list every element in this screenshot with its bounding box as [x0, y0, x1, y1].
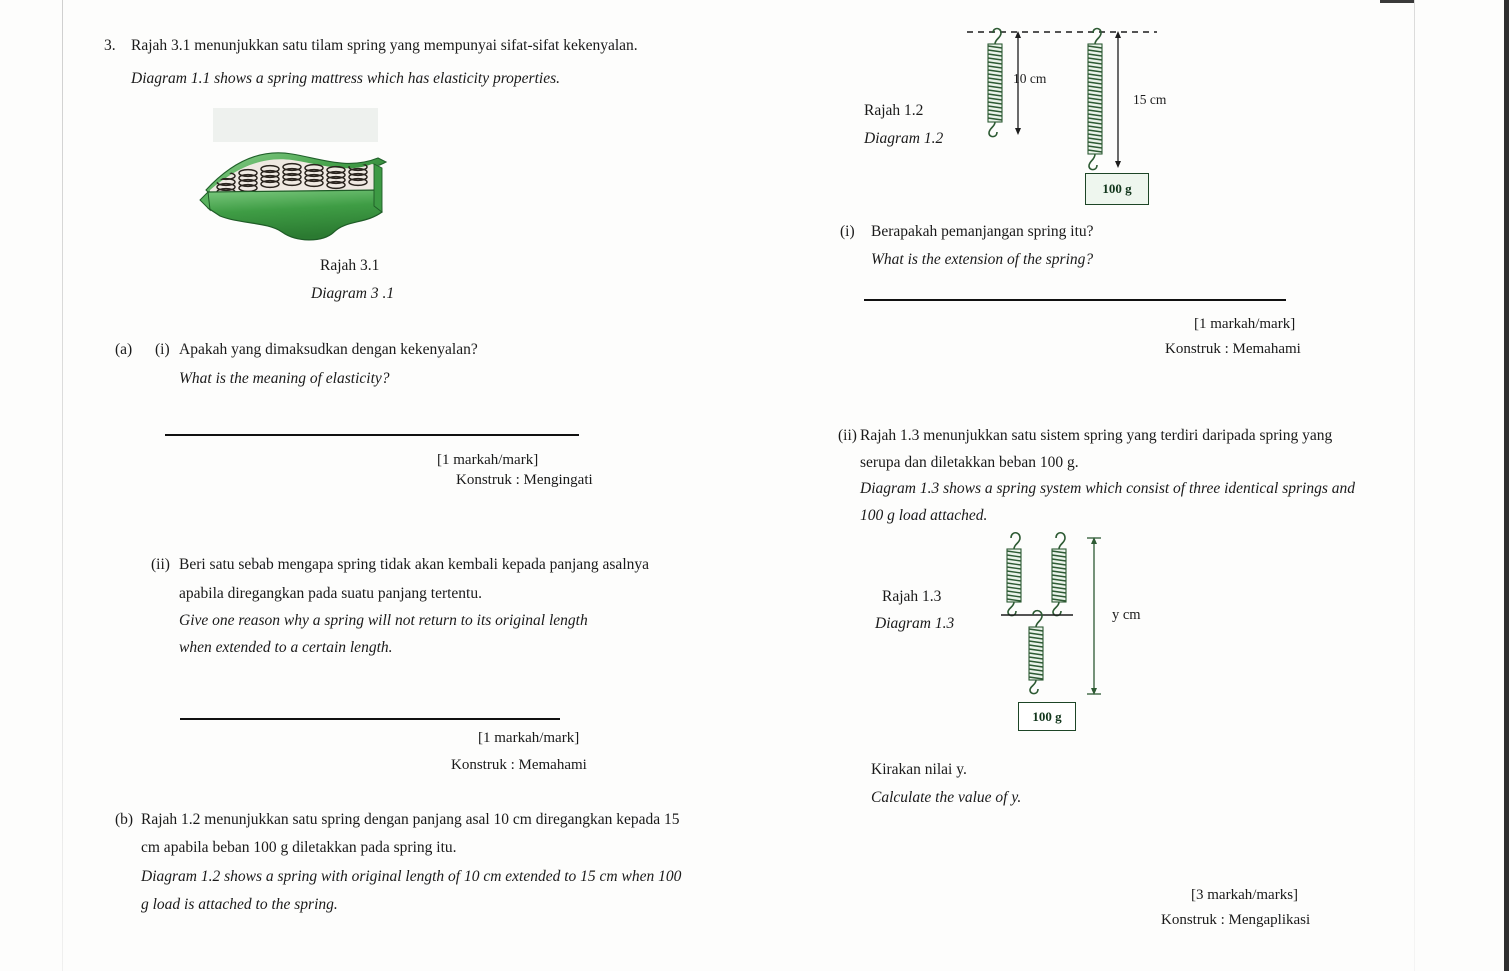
- figure-13-drawing: [995, 528, 1135, 718]
- label-spring-loaded-length: 15 cm: [1133, 92, 1167, 107]
- question-stem-english: Diagram 1.1 shows a spring mattress whic…: [131, 70, 560, 87]
- part-a-ii-label: (ii): [151, 556, 170, 573]
- part-a-i-label: (i): [155, 341, 170, 358]
- part-a-ii-text-malay-1: Beri satu sebab mengapa spring tidak aka…: [179, 556, 650, 573]
- figure-13-caption-malay: Rajah 1.3: [882, 588, 942, 605]
- spring-system-diagram-icon: [1001, 531, 1101, 695]
- spring-loaded: [1087, 27, 1103, 171]
- label-dimension-y: y cm: [1112, 607, 1141, 623]
- part-b-text-english-2: g load is attached to the spring.: [141, 896, 338, 913]
- konstruk-b-ii: Konstruk : Mengaplikasi: [1161, 912, 1311, 928]
- part-b-ii-text-malay-2: serupa dan diletakkan beban 100 g.: [860, 454, 1079, 471]
- konstruk-b-i: Konstruk : Memahami: [1165, 341, 1301, 357]
- marks-b-i: [1 markah/mark]: [1194, 316, 1296, 332]
- scan-top-rule: [1380, 0, 1414, 3]
- marks-a-i: [1 markah/mark]: [437, 452, 539, 468]
- question-number: 3.: [104, 37, 116, 54]
- part-b-text-english-1: Diagram 1.2 shows a spring with original…: [141, 868, 682, 885]
- part-b-ii-text-malay-1: Rajah 1.3 menunjukkan satu sistem spring…: [860, 427, 1333, 444]
- mattress-coil-springs: [216, 162, 368, 192]
- part-b-i-text-english: What is the extension of the spring?: [871, 251, 1094, 268]
- part-b-i-label: (i): [840, 223, 855, 240]
- scan-smudge: [213, 108, 378, 142]
- answer-line-a-i[interactable]: [165, 434, 579, 436]
- mass-box-figure-13: 100 g: [1018, 702, 1076, 731]
- calculate-prompt-english: Calculate the value of y.: [871, 789, 1022, 806]
- dimension-y: [1087, 537, 1101, 695]
- part-b-text-malay-1: Rajah 1.2 menunjukkan satu spring dengan…: [141, 811, 680, 828]
- part-a-i-text-malay: Apakah yang dimaksudkan dengan kekenyala…: [179, 341, 478, 358]
- figure-12-caption-malay: Rajah 1.2: [864, 102, 924, 119]
- figure-12-drawing: [945, 22, 1175, 207]
- answer-line-b-i[interactable]: [864, 299, 1286, 301]
- scan-edge-left: [62, 0, 63, 971]
- part-b-i-text-malay: Berapakah pemanjangan spring itu?: [871, 223, 1094, 240]
- figure-12-caption-english: Diagram 1.2: [864, 130, 944, 147]
- label-spring-unloaded-length: 10 cm: [1013, 71, 1047, 86]
- spring-mattress-icon: [199, 152, 388, 241]
- marks-a-ii: [1 markah/mark]: [478, 730, 580, 746]
- konstruk-a-i: Konstruk : Mengingati: [456, 472, 593, 488]
- dimension-10cm: [1015, 31, 1021, 135]
- mass-label-figure-13: 100 g: [1032, 708, 1062, 724]
- konstruk-a-ii: Konstruk : Memahami: [451, 757, 587, 773]
- marks-b-ii: [3 markah/marks]: [1191, 887, 1299, 903]
- scan-edge-right: [1414, 0, 1415, 971]
- spring-parallel-left: [1006, 531, 1022, 617]
- mass-label-figure-12: 100 g: [1102, 181, 1132, 196]
- figure-31-caption-english: Diagram 3 .1: [311, 285, 395, 302]
- part-b-ii-text-english-2: 100 g load attached.: [860, 507, 988, 524]
- spring-unloaded: [987, 27, 1003, 138]
- answer-line-a-ii[interactable]: [180, 718, 560, 720]
- calculate-prompt-malay: Kirakan nilai y.: [871, 761, 967, 778]
- mass-box-figure-12: 100 g: [1085, 173, 1149, 205]
- part-a-ii-text-english-1: Give one reason why a spring will not re…: [179, 612, 588, 629]
- spring-extension-diagram-icon: [967, 27, 1157, 171]
- dimension-15cm: [1115, 31, 1121, 168]
- part-b-ii-text-english-1: Diagram 1.3 shows a spring system which …: [860, 480, 1355, 497]
- question-stem-malay: Rajah 3.1 menunjukkan satu tilam spring …: [131, 37, 638, 54]
- part-b-label: (b): [115, 811, 134, 828]
- part-a-ii-text-malay-2: apabila diregangkan pada suatu panjang t…: [179, 585, 482, 602]
- spring-series-centre: [1028, 609, 1044, 695]
- part-a-label: (a): [115, 341, 133, 358]
- scan-edge-right-dark: [1504, 0, 1509, 971]
- part-b-text-malay-2: cm apabila beban 100 g diletakkan pada s…: [141, 839, 457, 856]
- part-a-ii-text-english-2: when extended to a certain length.: [179, 639, 393, 656]
- figure-31-caption-malay: Rajah 3.1: [320, 257, 380, 274]
- figure-13-caption-english: Diagram 1.3: [875, 615, 955, 632]
- spring-mattress-figure: [196, 120, 406, 245]
- part-b-ii-label: (ii): [838, 427, 857, 444]
- part-a-i-text-english: What is the meaning of elasticity?: [179, 370, 390, 387]
- spring-parallel-right: [1051, 531, 1067, 617]
